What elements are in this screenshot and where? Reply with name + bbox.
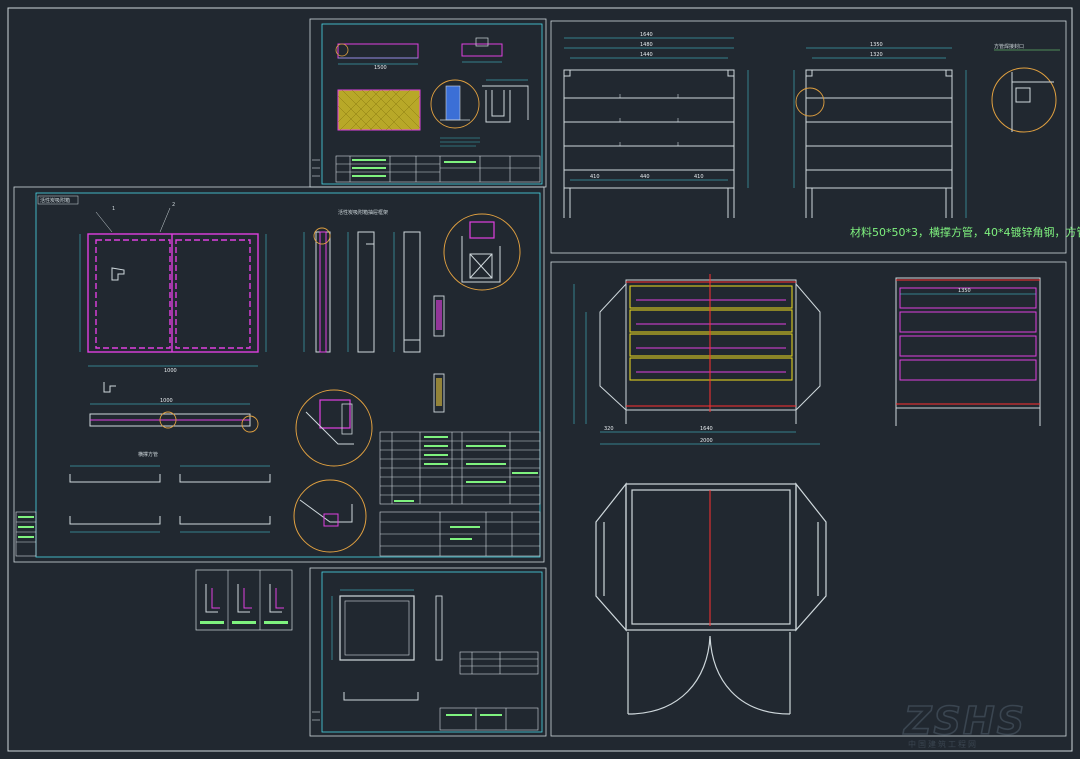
svg-text:方管焊接封口: 方管焊接封口: [994, 43, 1024, 50]
svg-text:1500: 1500: [374, 65, 387, 71]
dim-inner-width-2: 1440: [640, 52, 653, 58]
watermark-logo-text: ZSHS: [903, 699, 1026, 743]
dim-plan-left: 320: [604, 426, 614, 432]
sheet-border: [7, 7, 1073, 752]
svg-text:1000: 1000: [164, 368, 177, 374]
dim-side-width-2: 1320: [870, 52, 883, 58]
watermark-logo: ZSHS 中国建筑工程网: [902, 698, 1026, 749]
balloon-label-2: 2: [172, 202, 175, 208]
sheet-top-center: 1500: [309, 18, 547, 188]
sheet-profile-strip: [195, 569, 293, 631]
sheet-right-top: 1640 1480 1440 410 440 410 1350 1320 方管焊…: [550, 20, 1080, 254]
material-note: 材料50*50*3，横撑方管，40*4镀锌角钢，方管封口: [850, 225, 1080, 239]
sheet-right-bottom: 1640 2000 320 1350: [550, 261, 1067, 737]
dim-plan-overall: 2000: [700, 438, 713, 444]
dim-bay-3: 410: [694, 174, 704, 180]
balloon-label-1: 1: [112, 206, 115, 212]
dim-right-plan-width: 1350: [958, 288, 971, 294]
dim-bay-1: 410: [590, 174, 600, 180]
detail-callout: 活性炭吸附箱抽屉框架: [338, 209, 388, 216]
sheet-left-main: 活性炭吸附箱 1000 1 2: [13, 186, 545, 563]
rail-label: 横撑方管: [138, 451, 158, 458]
dim-bay-2: 440: [640, 174, 650, 180]
dim-inner-width-1: 1480: [640, 42, 653, 48]
dim-plan-inner: 1640: [700, 426, 713, 432]
watermark-subtitle: 中国建筑工程网: [908, 739, 978, 749]
dim-side-width-1: 1350: [870, 42, 883, 48]
sheet-bottom-center: [309, 567, 547, 737]
sheet-header-label: 活性炭吸附箱: [40, 197, 70, 204]
svg-text:1000: 1000: [160, 398, 173, 404]
dim-overall-width: 1640: [640, 32, 653, 38]
